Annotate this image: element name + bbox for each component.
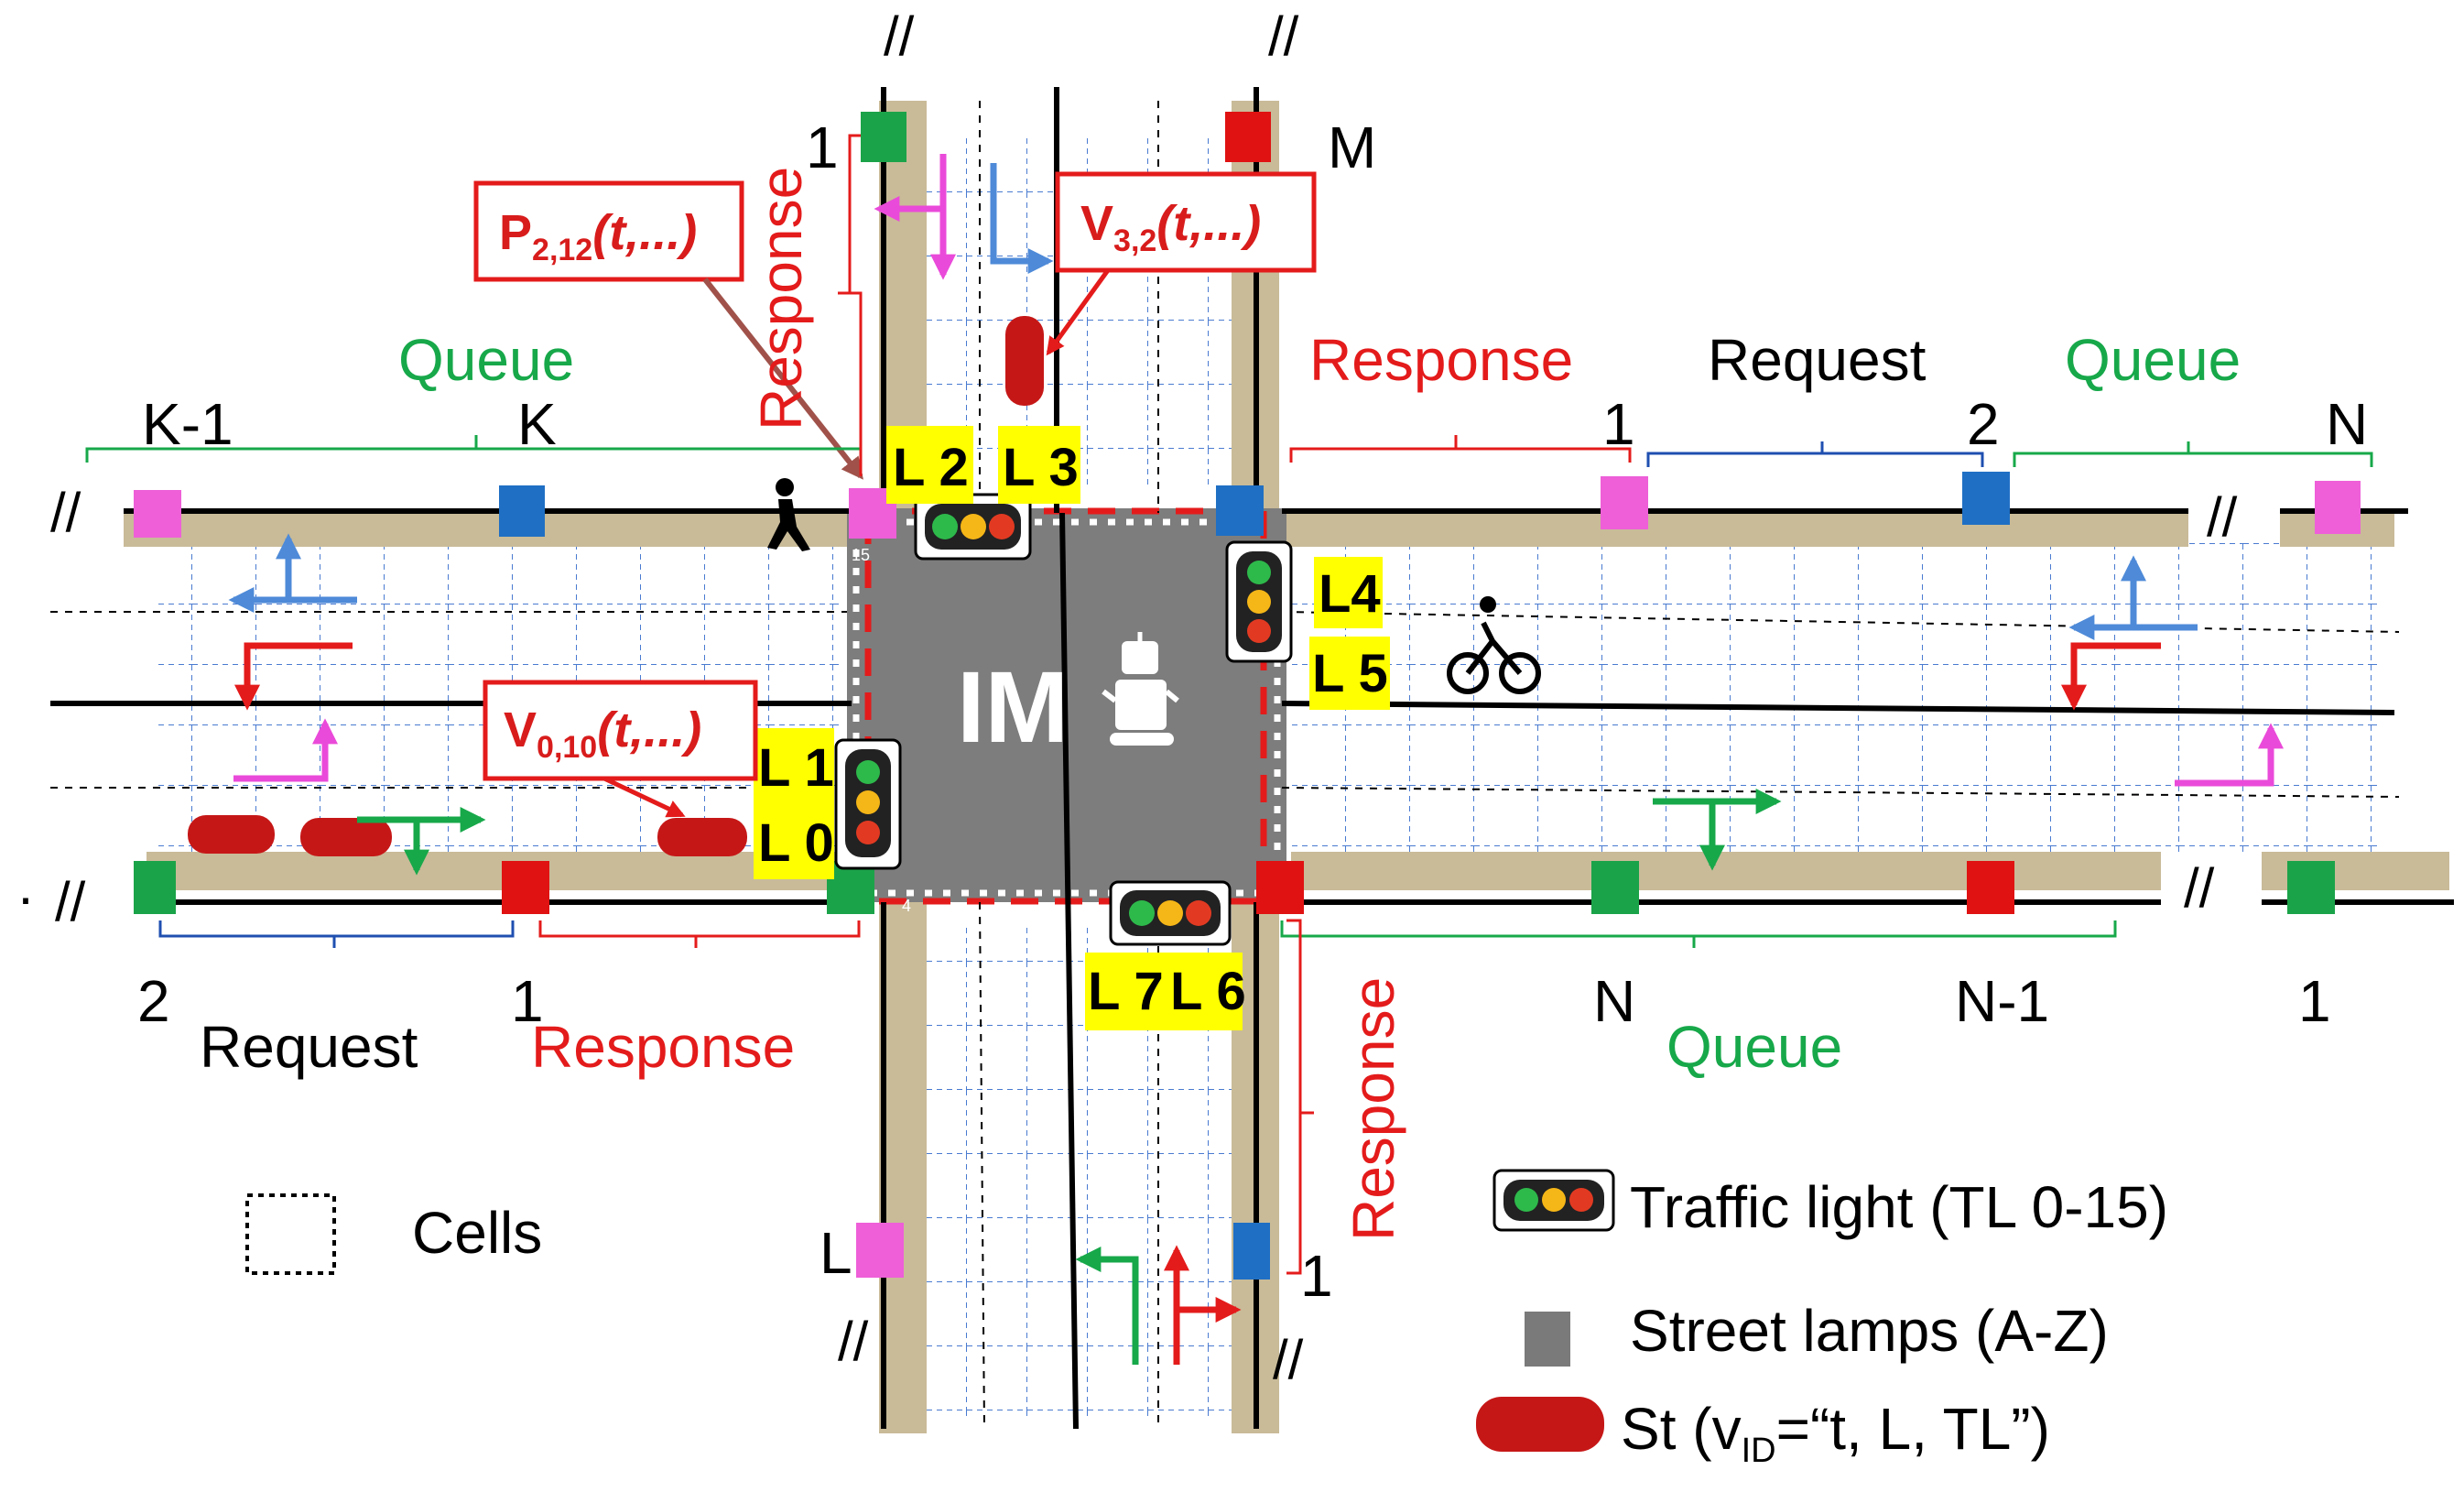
request-bottom-left: Request (200, 1014, 418, 1080)
response-bottom-left: Response (531, 1014, 795, 1080)
lamp (1967, 861, 2014, 914)
traffic-light-bottom (1109, 880, 1232, 946)
response-vertical-top: Response (748, 167, 814, 430)
st-legend-label: St (vID=“t, L, TL”) (1621, 1396, 2050, 1470)
lamp (1962, 472, 2010, 525)
lamp (1216, 485, 1264, 536)
label-k-minus-1: K-1 (142, 391, 233, 457)
lamp (1256, 861, 1304, 914)
street-lamp-legend-label: Street lamps (A-Z) (1630, 1298, 2109, 1364)
svg-text:L 7: L 7 (1088, 962, 1164, 1021)
cells-legend-swatch (245, 1193, 336, 1275)
lamp (134, 490, 181, 538)
robot-icon (1102, 632, 1179, 746)
lamp (1233, 1223, 1270, 1280)
im-label: IM (957, 651, 1069, 764)
traffic-light-left (834, 738, 902, 870)
label-1-bottom-left: 1 (511, 968, 544, 1034)
tl-mark-15: 15 (852, 546, 870, 564)
svg-text:L 6: L 6 (1170, 962, 1246, 1021)
break-marks: // // // // // // // // (50, 5, 2238, 1390)
svg-text://: // (2184, 857, 2215, 919)
lamp (827, 861, 874, 914)
svg-text:L 3: L 3 (1003, 438, 1079, 497)
label-2-bottom-left: 2 (137, 968, 170, 1034)
street-lamps (134, 112, 2361, 1280)
lamp (502, 861, 549, 914)
svg-text:L 5: L 5 (1312, 644, 1388, 703)
legend: Cells Traffic light (TL 0-15) Street lam… (245, 1169, 2168, 1470)
traffic-light-legend-label: Traffic light (TL 0-15) (1630, 1174, 2168, 1240)
label-1-bottom: 1 (1300, 1243, 1333, 1309)
label-n-bottom-right: N (1593, 968, 1635, 1034)
tl-mark-4: 4 (902, 897, 911, 915)
lamp (856, 1223, 904, 1278)
street-lamp-legend-swatch (1525, 1312, 1570, 1367)
svg-text:L 2: L 2 (893, 438, 969, 497)
lamp (1591, 861, 1639, 914)
callout-v-0-10: V0,10(t,...) (483, 680, 758, 818)
lane-labels: L 2 L 3 L4 L 5 L 1 L 0 L 7 L 6 (754, 426, 1390, 1030)
edge-dot: · (16, 866, 35, 928)
queue-top-right: Queue (2065, 327, 2241, 393)
east-road-cells (1291, 540, 2381, 852)
label-n-minus-1-bottom-right: N-1 (1955, 968, 2049, 1034)
traffic-light-legend-icon (1493, 1169, 1615, 1232)
label-k: K (517, 391, 557, 457)
label-l-bottom: L (820, 1220, 852, 1286)
sidewalk-south-west (879, 902, 927, 1433)
svg-text:L4: L4 (1319, 564, 1381, 624)
traffic-light-right (1225, 540, 1293, 663)
lamp (1601, 476, 1648, 529)
turn-arrows (228, 154, 2284, 1365)
section-brackets (85, 134, 2373, 1275)
car-legend-icon (1476, 1397, 1604, 1452)
pedestrian-icon (767, 478, 810, 551)
sidewalk-se (1291, 852, 2161, 890)
label-2-top-right: 2 (1967, 391, 2000, 457)
svg-text://: // (50, 482, 81, 543)
car-icon (188, 316, 1044, 856)
traffic-light-top (914, 493, 1032, 561)
queue-top-left: Queue (398, 327, 574, 393)
label-m-top: M (1328, 114, 1376, 180)
queue-bottom-right: Queue (1666, 1014, 1842, 1080)
label-1-top-right: 1 (1602, 391, 1635, 457)
label-n-top-right: N (2326, 391, 2368, 457)
callout-p-2-12: P2,12(t,...) (473, 180, 863, 480)
svg-text:L 0: L 0 (758, 813, 834, 873)
svg-text://: // (1268, 5, 1299, 67)
svg-text://: // (55, 871, 86, 932)
sidewalk-nw (124, 508, 847, 547)
request-top-right: Request (1708, 327, 1927, 393)
sidewalk-ne (1282, 508, 2188, 547)
svg-text://: // (838, 1311, 869, 1372)
cells-legend-label: Cells (412, 1200, 542, 1266)
response-top-right: Response (1309, 327, 1573, 393)
lamp (1225, 112, 1271, 162)
svg-text://: // (2207, 486, 2238, 548)
lamp (134, 861, 176, 914)
svg-text:V0,10(t,...): V0,10(t,...) (504, 702, 701, 765)
lamp (2315, 481, 2361, 534)
svg-text:V3,2(t,...): V3,2(t,...) (1080, 196, 1261, 258)
svg-text://: // (884, 5, 915, 67)
lamp (2287, 861, 2335, 914)
lamp (499, 485, 545, 537)
callout-v-3-2: V3,2(t,...) (1046, 171, 1317, 356)
svg-text:L 1: L 1 (758, 738, 834, 798)
label-1-top: 1 (806, 114, 839, 180)
vertical-lane-lines (881, 87, 1259, 1430)
svg-text://: // (1273, 1329, 1304, 1390)
svg-text:P2,12(t,...): P2,12(t,...) (499, 205, 697, 267)
lamp (861, 112, 906, 162)
label-1-bottom-right: 1 (2298, 968, 2331, 1034)
cyclist-icon (1447, 596, 1541, 694)
response-vertical-bottom: Response (1341, 977, 1406, 1241)
